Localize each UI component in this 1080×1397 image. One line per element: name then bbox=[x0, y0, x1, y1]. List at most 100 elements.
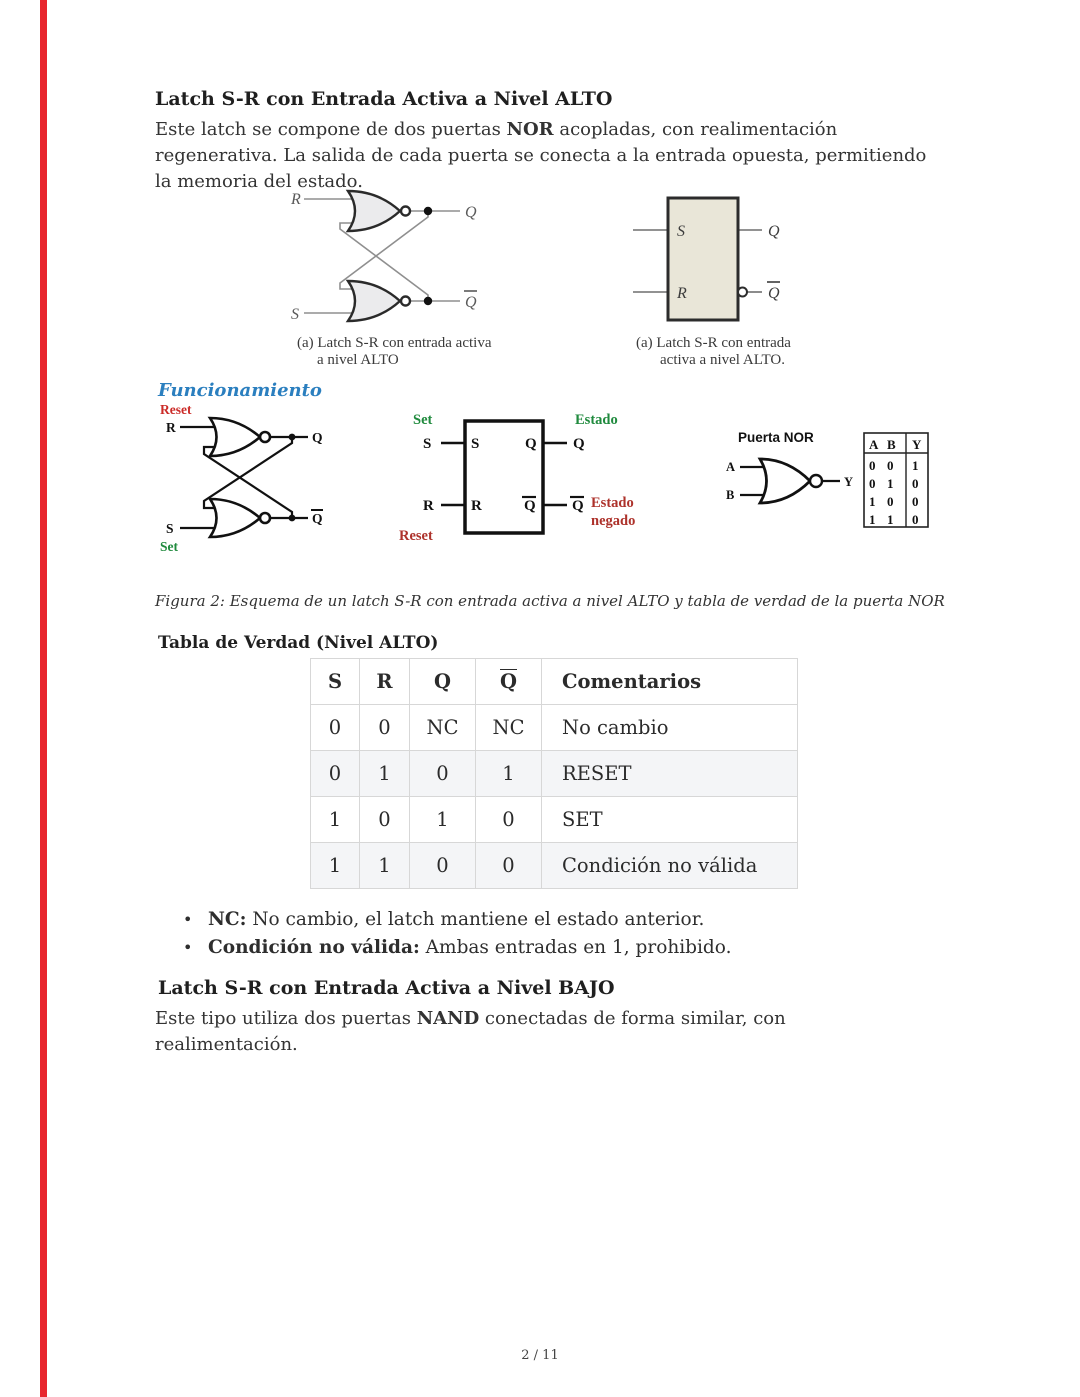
pin-q: Q bbox=[525, 436, 537, 452]
block-labels: S R Q Q bbox=[676, 223, 780, 302]
func-wires bbox=[180, 425, 308, 530]
nor-gate-top bbox=[207, 416, 262, 458]
puerta-nor-title: Puerta NOR bbox=[738, 430, 814, 445]
cell: 1 bbox=[475, 750, 542, 797]
nor-gate-shapes bbox=[345, 189, 412, 323]
latch-block-symbol: S R Q Q bbox=[633, 196, 780, 322]
th-qbar: Q bbox=[475, 658, 542, 705]
truth-table: S R Q Q Comentarios 0 0 NC NC No cambio … bbox=[310, 658, 798, 889]
bullet-icon: • bbox=[183, 937, 193, 957]
latch-block-body bbox=[463, 419, 545, 535]
bullet-icon: • bbox=[183, 910, 193, 929]
cell: 0 bbox=[409, 842, 476, 889]
label-reset: Reset bbox=[160, 402, 192, 417]
nor-cell: 0 bbox=[912, 512, 919, 527]
nor-th-b: B bbox=[887, 437, 896, 452]
nor-cell: 0 bbox=[912, 494, 919, 509]
block2-pin-labels: S S Q Q R R Q Q bbox=[423, 436, 585, 514]
section-title-nivel-alto: Latch S-R con Entrada Activa a Nivel ALT… bbox=[155, 88, 612, 110]
nor-truth-table-border bbox=[863, 432, 929, 528]
body-text: conectadas de forma similar, con realime… bbox=[155, 1008, 786, 1055]
funcionamiento-title: Funcionamiento bbox=[158, 380, 322, 401]
func-gates bbox=[207, 416, 272, 539]
label-s: S bbox=[166, 521, 174, 536]
caption-line: (a) Latch S-R con entrada activa bbox=[297, 335, 492, 351]
cell: 0 bbox=[359, 704, 410, 751]
cell: 1 bbox=[310, 796, 360, 843]
block2-wires bbox=[441, 441, 567, 507]
cell: 1 bbox=[359, 842, 410, 889]
label-q: Q bbox=[768, 223, 780, 240]
figura-2-caption: Figura 2: Esquema de un latch S-R con en… bbox=[155, 592, 945, 610]
nor-cell: 1 bbox=[869, 494, 876, 509]
label-y: Y bbox=[844, 475, 853, 489]
left-margin-red-bar bbox=[40, 0, 47, 1397]
label-r: R bbox=[423, 498, 434, 514]
cell: NC bbox=[475, 704, 542, 751]
cell: 1 bbox=[409, 796, 476, 843]
junction-dot bbox=[423, 296, 433, 306]
section-title-text: Latch S-R con Entrada Activa a Nivel BAJ… bbox=[158, 977, 615, 999]
nor-gate-bottom bbox=[345, 279, 402, 323]
nor-th-a: A bbox=[869, 437, 879, 452]
puerta-nor-figure: Puerta NOR A B Y A B Y 0 0 1 0 1 0 1 0 0… bbox=[726, 430, 929, 528]
caption-line: a nivel ALTO bbox=[317, 352, 399, 368]
section-body-nivel-alto: Este latch se compone de dos puertas NOR… bbox=[155, 117, 930, 195]
note-rest: Ambas entradas en 1, prohibido. bbox=[419, 936, 732, 958]
label-q: Q bbox=[312, 430, 323, 445]
nor-cell: 0 bbox=[887, 494, 894, 509]
inverter-bubble-icon bbox=[737, 286, 748, 298]
nor-gate-labels: A B Y bbox=[726, 460, 853, 502]
cell-comment: SET bbox=[541, 796, 798, 843]
label-set: Set bbox=[413, 412, 433, 428]
cell: 0 bbox=[409, 750, 476, 797]
table-row: 1 0 1 0 SET bbox=[310, 796, 798, 843]
table-row: 0 0 NC NC No cambio bbox=[310, 704, 798, 751]
body-text: Este tipo utiliza dos puertas bbox=[155, 1008, 417, 1029]
body-text: acopladas, con realimentación regenerati… bbox=[155, 119, 927, 192]
cell: 0 bbox=[475, 796, 542, 843]
funcionamiento-text: Funcionamiento bbox=[158, 380, 322, 401]
nor-th-y: Y bbox=[912, 437, 922, 452]
pin-qbar: Q bbox=[524, 498, 536, 514]
label-q: Q bbox=[465, 204, 477, 221]
label-r: R bbox=[676, 285, 687, 302]
note-text: Condición no válida: Ambas entradas en 1… bbox=[208, 934, 731, 962]
inverter-bubble-icon bbox=[258, 430, 272, 444]
nor-cell: 0 bbox=[869, 458, 876, 473]
th-s: S bbox=[310, 658, 360, 705]
nor-cell: 1 bbox=[887, 476, 894, 491]
latch-block-funcional: S S Q Q R R Q Q Set Estado Reset Estado … bbox=[399, 412, 635, 544]
notes-list: • NC: No cambio, el latch mantiene el es… bbox=[183, 906, 731, 961]
label-r: R bbox=[290, 191, 301, 208]
truth-table-header-row: S R Q Q Comentarios bbox=[310, 658, 798, 705]
cell: 0 bbox=[310, 704, 360, 751]
block-wires bbox=[633, 229, 762, 293]
label-estado: Estado bbox=[575, 412, 618, 428]
nor-truth-table: A B Y 0 0 1 0 1 0 1 0 0 1 1 0 bbox=[869, 437, 922, 527]
nor-cell: 0 bbox=[869, 476, 876, 491]
nor-cell: 1 bbox=[869, 512, 876, 527]
inverter-bubble-icon bbox=[399, 295, 412, 307]
truth-table-title: Tabla de Verdad (Nivel ALTO) bbox=[158, 633, 438, 653]
th-r: R bbox=[359, 658, 410, 705]
caption-line: activa a nivel ALTO. bbox=[660, 352, 785, 368]
label-qbar: Q bbox=[465, 294, 477, 311]
nor-cell: 1 bbox=[887, 512, 894, 527]
junction-dot bbox=[288, 514, 296, 522]
label-qbar: Q bbox=[312, 511, 323, 526]
inverter-bubble-icon bbox=[399, 205, 412, 217]
body-text: Este latch se compone de dos puertas bbox=[155, 119, 507, 140]
funcionamiento-schematic: Reset R Q Q S Set bbox=[160, 402, 323, 554]
caption-line: (a) Latch S-R con entrada bbox=[636, 335, 791, 351]
th-qbar-text: Q bbox=[500, 670, 517, 693]
nor-latch-schematic: R S Q Q bbox=[290, 189, 477, 323]
section-title-nivel-bajo: Latch S-R con Entrada Activa a Nivel BAJ… bbox=[158, 977, 615, 999]
label-a: A bbox=[726, 460, 735, 474]
cell-comment: Condición no válida bbox=[541, 842, 798, 889]
cell: NC bbox=[409, 704, 476, 751]
note-text: NC: No cambio, el latch mantiene el esta… bbox=[208, 906, 704, 934]
label-reset: Reset bbox=[399, 528, 433, 544]
cell: 0 bbox=[359, 796, 410, 843]
